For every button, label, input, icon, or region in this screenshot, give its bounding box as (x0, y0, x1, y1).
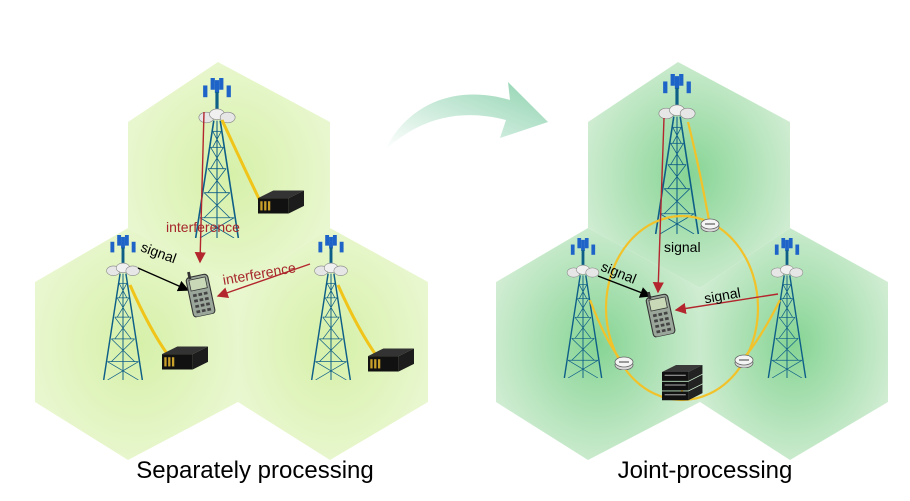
interference-arrow-right (216, 263, 311, 299)
server-stack-icon (662, 365, 703, 401)
signal-arrow-right (674, 293, 779, 315)
cable (686, 121, 712, 227)
signal-arrow-left (137, 267, 190, 292)
signal-arrow-top (652, 117, 665, 294)
cable (336, 284, 380, 359)
cable (128, 284, 170, 356)
cable (220, 119, 264, 206)
signal-label-right: signal (703, 284, 742, 306)
right-caption: Joint-processing (618, 457, 793, 484)
left-cell-bottom-right (238, 228, 428, 460)
right-panel: signal signal signal (496, 62, 888, 460)
left-panel: interference interference signal (35, 62, 428, 460)
interference-label-top: interference (166, 219, 240, 235)
right-cell-bottom-left (496, 228, 700, 460)
router-icon (614, 356, 634, 370)
left-caption: Separately processing (136, 457, 373, 484)
router-icon (734, 354, 754, 368)
right-cell-bottom-right (700, 228, 888, 460)
interference-arrow-top (194, 111, 206, 264)
signal-arrow-left (597, 275, 652, 298)
curved-arrow-icon (385, 82, 548, 150)
router-icon (700, 218, 720, 232)
signal-label-top: signal (664, 239, 701, 255)
